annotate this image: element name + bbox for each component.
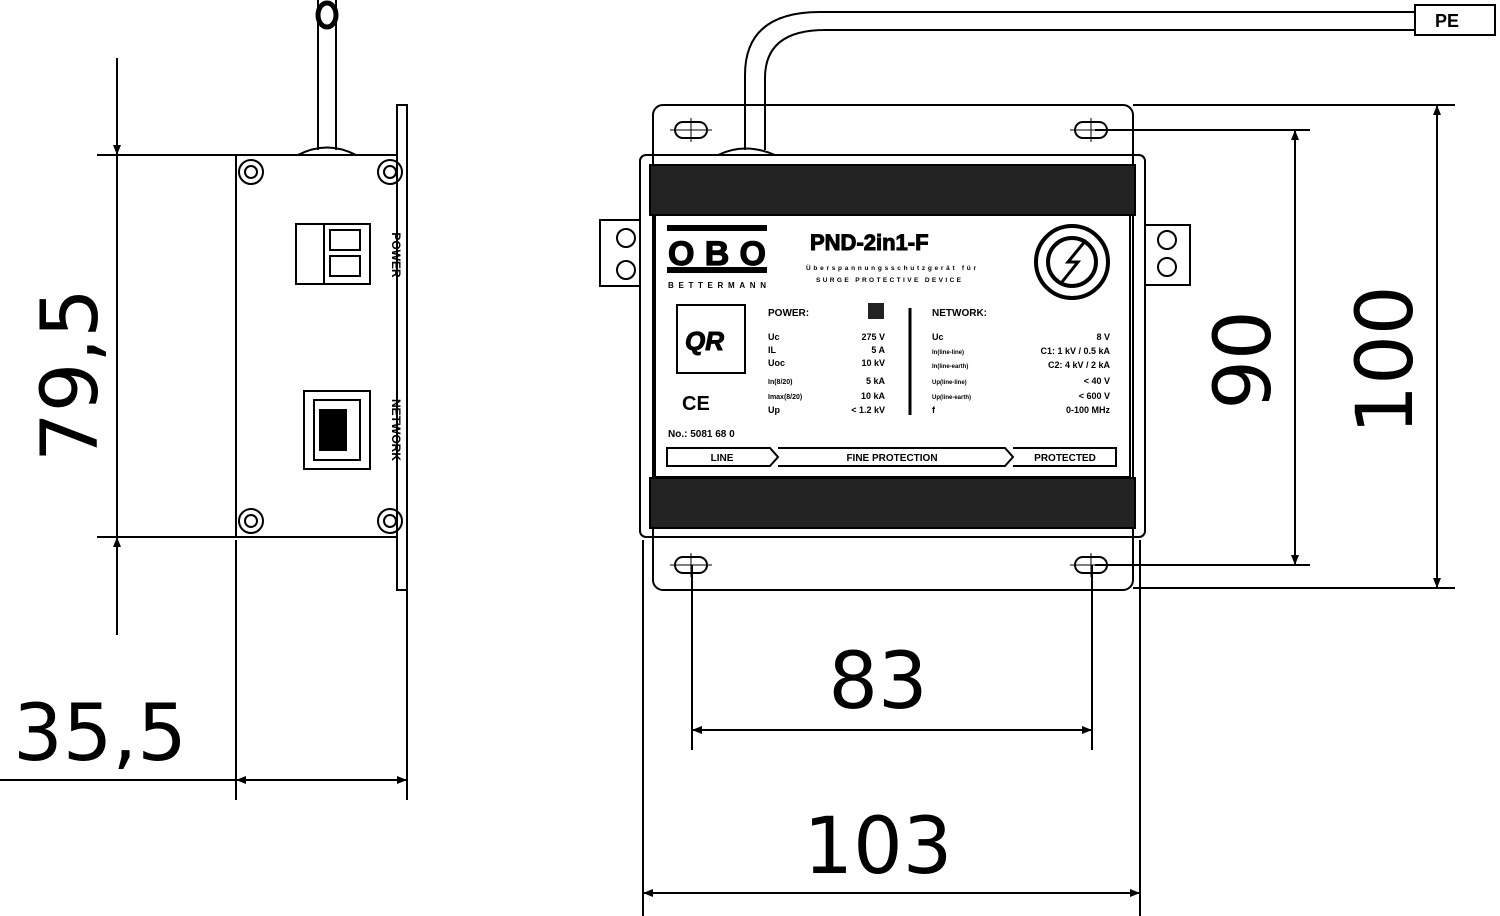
dim-35-5: 35,5 bbox=[0, 540, 408, 800]
text-label-qr: QR bbox=[685, 326, 724, 356]
dim-79-5: 79,5 bbox=[26, 58, 236, 635]
text-label-power-heading: POWER: bbox=[768, 308, 809, 319]
text-dimensions-depth: 35,5 bbox=[13, 689, 187, 779]
text-label-flow-2: PROTECTED bbox=[1034, 453, 1096, 464]
text-label-network-heading: NETWORK: bbox=[932, 308, 987, 319]
text-label-network-rows-4-sym: Up(line-earth) bbox=[932, 395, 971, 401]
text-label-flow-1: FINE PROTECTION bbox=[846, 453, 937, 464]
text-label-power-rows-5-sym: Up bbox=[768, 405, 780, 415]
text-label-power-rows-4-sym: Imax(8/20) bbox=[768, 394, 802, 401]
text-label-power-rows-3-sym: In(8/20) bbox=[768, 379, 793, 386]
text-label-flow-0: LINE bbox=[711, 453, 734, 464]
text-dimensions-hole-spacing-v: 90 bbox=[1199, 310, 1289, 409]
text-label-article-no: No.: 5081 68 0 bbox=[668, 429, 735, 440]
text-label-network-rows-2-sym: In(line-earth) bbox=[932, 364, 968, 370]
obo-logo: OBO bbox=[668, 235, 766, 273]
text-dimensions-hole-spacing-h: 83 bbox=[828, 637, 927, 727]
text-dimensions-height-total: 100 bbox=[1341, 286, 1431, 435]
text-label-network-rows-3-sym: Up(line-line) bbox=[932, 380, 967, 386]
cable bbox=[317, 0, 337, 150]
dim-103: 103 bbox=[642, 540, 1141, 916]
qr-box bbox=[676, 304, 746, 374]
text-label-network-rows-5-val: 0-100 MHz bbox=[1066, 405, 1111, 415]
model-name: PND-2in1-F bbox=[810, 230, 929, 255]
bottom-band bbox=[649, 477, 1136, 529]
text-label-power-rows-2-val: 10 kV bbox=[861, 358, 885, 368]
mounting-flange bbox=[396, 104, 408, 591]
lightning-logo-icon bbox=[1034, 224, 1110, 300]
text-dimensions-width-total: 103 bbox=[804, 802, 953, 892]
text-label-network-rows-2-val: C2: 4 kV / 2 kA bbox=[1048, 360, 1111, 370]
text-label-power-rows-2-sym: Uoc bbox=[768, 358, 785, 368]
dim-100: 100 bbox=[1133, 104, 1455, 589]
power-label: POWER bbox=[389, 232, 403, 278]
text-label-brand-sub: BETTERMANN bbox=[668, 281, 766, 290]
text-label-network-rows-5-sym: f bbox=[932, 405, 936, 415]
text-label-subtitle2: SURGE PROTECTIVE DEVICE bbox=[816, 277, 962, 284]
ce-mark: CE bbox=[682, 393, 710, 415]
front-view: PE OBO BETTERMANN PND-2in1-F Überspannun… bbox=[599, 4, 1496, 591]
text-label-power-rows-3-val: 5 kA bbox=[866, 376, 886, 386]
text-label-power-rows-1-sym: IL bbox=[768, 345, 777, 355]
flow-bar: LINE FINE PROTECTION PROTECTED bbox=[666, 447, 1117, 467]
text-dimensions-height-side: 79,5 bbox=[26, 288, 116, 462]
text-label-network-rows-1-sym: In(line-line) bbox=[932, 350, 964, 356]
right-terminal bbox=[1144, 224, 1191, 286]
product-label bbox=[654, 214, 1131, 478]
text-label-network-rows-3-val: < 40 V bbox=[1084, 376, 1110, 386]
dim-83: 83 bbox=[691, 565, 1093, 750]
text-label-power-rows-4-val: 10 kA bbox=[861, 391, 886, 401]
text-label-pe: PE bbox=[1435, 11, 1459, 31]
text-label-network-rows-4-val: < 600 V bbox=[1079, 391, 1110, 401]
rj45-port-icon bbox=[303, 390, 371, 470]
text-label-network-rows-0-val: 8 V bbox=[1096, 332, 1110, 342]
text-label-power-rows-5-val: < 1.2 kV bbox=[851, 405, 885, 415]
text-label-network-rows-1-val: C1: 1 kV / 0.5 kA bbox=[1040, 346, 1110, 356]
left-terminal bbox=[599, 219, 641, 287]
pe-connector bbox=[1414, 4, 1496, 36]
network-label: NETWORK bbox=[389, 399, 403, 461]
text-label-subtitle1: Überspannungsschutzgerät für bbox=[806, 263, 976, 272]
text-label-power-rows-1-val: 5 A bbox=[871, 345, 885, 355]
screw-icons bbox=[238, 159, 403, 534]
text-label-power-rows-0-val: 275 V bbox=[861, 332, 885, 342]
top-band bbox=[649, 164, 1136, 216]
dim-90: 90 bbox=[1095, 129, 1310, 566]
side-view: POWER NETWORK bbox=[235, 0, 408, 591]
text-label-network-rows-0-sym: Uc bbox=[932, 332, 944, 342]
power-terminal-icon bbox=[295, 223, 371, 285]
text-label-power-rows-0-sym: Uc bbox=[768, 332, 780, 342]
